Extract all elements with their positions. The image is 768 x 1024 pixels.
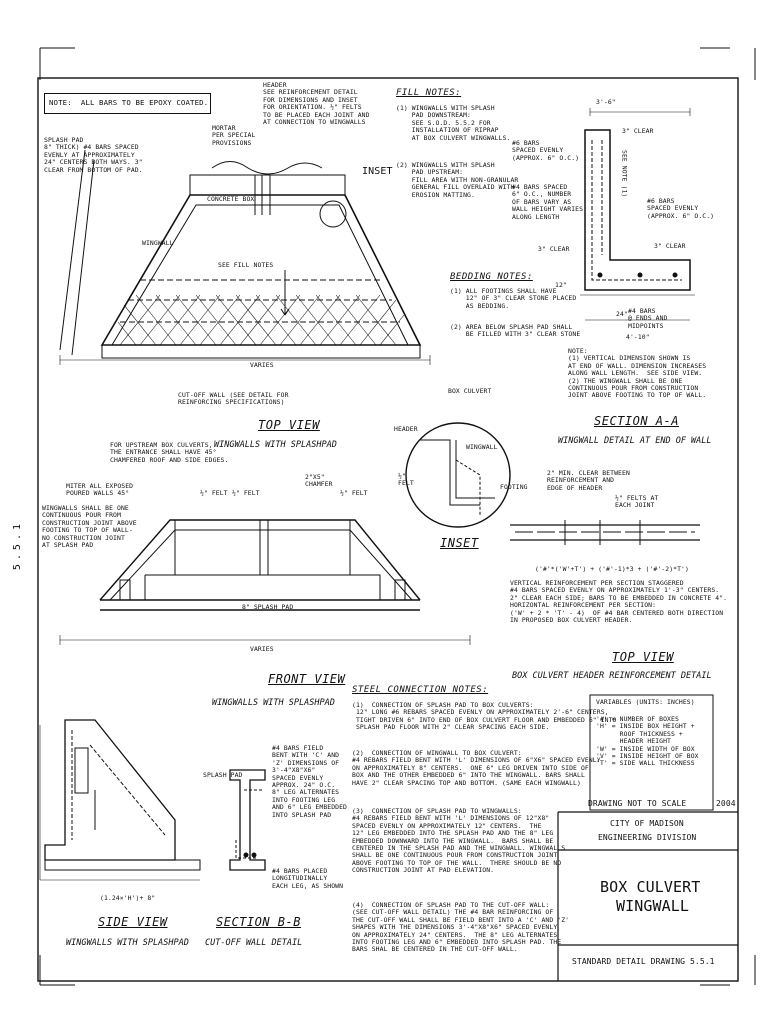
epoxy-note-box xyxy=(44,93,211,114)
inset-heading: INSET xyxy=(440,536,479,550)
steel-note-4: (4) CONNECTION OF SPLASH PAD TO THE CUT-… xyxy=(352,901,570,954)
clear-3b: 3" CLEAR xyxy=(538,245,570,253)
side-view-heading: SIDE VIEW xyxy=(98,915,168,929)
bb-note-1: #4 BARS FIELD BENT WITH 'C' AND 'Z' DIME… xyxy=(272,744,348,819)
agency-line2: ENGINEERING DIVISION xyxy=(598,833,697,842)
inset-tag: INSET xyxy=(362,166,393,177)
top-view2-heading: TOP VIEW xyxy=(612,650,674,664)
splash-pad-bb-label: SPLASH PAD xyxy=(203,771,243,779)
steel-note-2: (2) CONNECTION OF WINGWALL TO BOX CULVER… xyxy=(352,749,601,787)
front-view-heading: FRONT VIEW xyxy=(268,672,346,686)
header-formula: ('#'*('W'+T') + ('#'-1)*3 + ('#'-2)*T') xyxy=(535,565,689,573)
aa-note: NOTE: (1) VERTICAL DIMENSION SHOWN IS AT… xyxy=(568,347,707,400)
epoxy-note: NOTE: ALL BARS TO BE EPOXY COATED. xyxy=(49,98,209,107)
steel-notes-heading: STEEL CONNECTION NOTES: xyxy=(352,685,489,695)
bars4-note: #4 BARS SPACED 6" O.C., NUMBER OF BARS V… xyxy=(512,183,584,221)
bars6-note: #6 BARS SPACED EVENLY (APPROX. 6" O.C.) xyxy=(512,139,580,162)
section-bb-sub: CUT-OFF WALL DETAIL xyxy=(205,938,303,948)
bars6b-note: #6 BARS SPACED EVENLY (APPROX. 6" O.C.) xyxy=(647,197,715,220)
side-view-dims: (1.24×'H')+ 8" xyxy=(100,894,156,902)
header-label: HEADER xyxy=(394,425,418,433)
felt-label-2: ½" FELT xyxy=(232,489,260,497)
section-bb-heading: SECTION B-B xyxy=(216,915,301,929)
bedding-note-1: (1) ALL FOOTINGS SHALL HAVE 12" OF 3" CL… xyxy=(450,287,577,310)
section-aa-sub: WINGWALL DETAIL AT END OF WALL xyxy=(558,436,712,446)
clear-3c: 3" CLEAR xyxy=(654,242,686,250)
wingwall-label: WINGWALL xyxy=(142,239,174,247)
fill-note-2: (2) WINGWALLS WITH SPLASH PAD UPSTREAM: … xyxy=(396,161,519,199)
chamfer-label: 2"X5" CHAMFER xyxy=(305,473,333,489)
section-aa-heading: SECTION A-A xyxy=(594,414,679,428)
title-line1: BOX CULVERT xyxy=(600,878,701,896)
box-culvert-label: BOX CULVERT xyxy=(448,387,492,395)
dim-12: 12" xyxy=(555,281,567,289)
top-view-heading: TOP VIEW xyxy=(258,418,320,432)
dim-3-6: 3'-6" xyxy=(596,98,616,106)
mortar-note: MORTAR PER SPECIAL PROVISIONS xyxy=(212,124,256,147)
agency-line1: CITY OF MADISON xyxy=(610,819,684,828)
top-view2-sub: BOX CULVERT HEADER REINFORCEMENT DETAIL xyxy=(512,671,712,681)
title-line2: WINGWALL xyxy=(616,897,690,915)
varies-label: VARIES xyxy=(250,361,274,369)
page-number: 5.5.1 xyxy=(12,520,23,571)
felt-inset-label: ½" FELT xyxy=(398,472,414,488)
clear-3: 3" CLEAR xyxy=(622,127,654,135)
top-view-sub: WINGWALLS WITH SPLASHPAD xyxy=(214,440,337,450)
clear-between-note: 2" MIN. CLEAR BETWEEN REINFORCEMENT AND … xyxy=(547,469,630,492)
wingwall-pour-note: WINGWALLS SHALL BE ONE CONTINUOUS POUR F… xyxy=(42,504,137,550)
bedding-notes-heading: BEDDING NOTES: xyxy=(450,272,533,282)
dim-4-10: 4'-10" xyxy=(626,333,650,341)
splash-pad-dim: 8" SPLASH PAD xyxy=(242,603,294,611)
dim-24: 24" xyxy=(616,310,628,318)
header-note: HEADER SEE REINFORCEMENT DETAIL FOR DIME… xyxy=(263,81,370,127)
wingwall-inset-label: WINGWALL xyxy=(466,443,498,451)
variables-lines: '#' = NUMBER OF BOXES 'H' = INSIDE BOX H… xyxy=(596,715,699,768)
bb-note-2: #4 BARS PLACED LONGITUDINALLY EACH LEG, … xyxy=(272,867,344,890)
fill-notes-heading: FILL NOTES: xyxy=(396,88,462,98)
steel-note-3: (3) CONNECTION OF SPLASH PAD TO WINGWALL… xyxy=(352,807,566,875)
standard-drawing: STANDARD DETAIL DRAWING 5.5.1 xyxy=(572,957,715,966)
vertical-reinf-note: VERTICAL REINFORCEMENT PER SECTION STAGG… xyxy=(510,579,728,625)
upstream-note: FOR UPSTREAM BOX CULVERTS, THE ENTRANCE … xyxy=(110,441,229,464)
felt-label-3: ½" FELT xyxy=(340,489,368,497)
varies-label-2: VARIES xyxy=(250,645,274,653)
cutoff-wall-note: CUT-OFF WALL (SEE DETAIL FOR REINFORCING… xyxy=(178,391,289,407)
year: 2004 xyxy=(716,799,736,808)
splash-pad-note: SPLASH PAD 8" THICK) #4 BARS SPACED EVEN… xyxy=(44,136,143,174)
steel-note-1: (1) CONNECTION OF SPLASH PAD TO BOX CULV… xyxy=(352,701,617,732)
bedding-note-2: (2) AREA BELOW SPLASH PAD SHALL BE FILLE… xyxy=(450,323,581,339)
miter-note: MITER ALL EXPOSED POURED WALLS 45° xyxy=(66,482,134,498)
variables-title: VARIABLES (UNITS: INCHES) xyxy=(596,698,695,706)
bars4-ends-note: #4 BARS @ ENDS AND MIDPOINTS xyxy=(628,307,668,330)
fill-note-1: (1) WINGWALLS WITH SPLASH PAD DOWNSTREAM… xyxy=(396,104,511,142)
side-view-sub: WINGWALLS WITH SPLASHPAD xyxy=(66,938,189,948)
felt-label-1: ½" FELT xyxy=(200,489,228,497)
concrete-box-label: CONCRETE BOX xyxy=(207,195,255,203)
footing-label: FOOTING xyxy=(500,483,528,491)
see-fill-notes-label: SEE FILL NOTES xyxy=(218,261,274,269)
not-to-scale: DRAWING NOT TO SCALE xyxy=(588,799,687,808)
front-view-sub: WINGWALLS WITH SPLASHPAD xyxy=(212,698,335,708)
felts-each-note: ½" FELTS AT EACH JOINT xyxy=(615,494,659,510)
see-note-label: SEE NOTE (1) xyxy=(620,150,629,198)
